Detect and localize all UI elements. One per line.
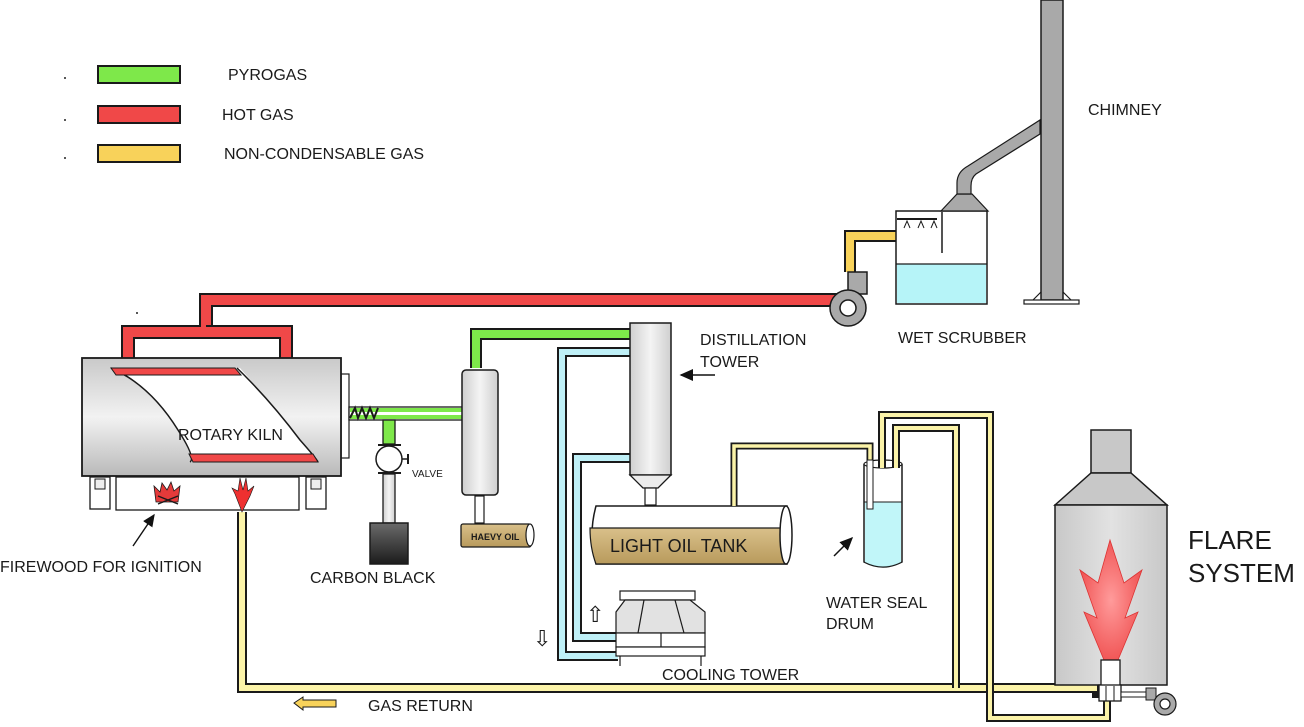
hot-gas-pipe bbox=[121, 293, 845, 358]
wet-scrubber: WET SCRUBBER bbox=[895, 118, 1041, 347]
valve[interactable] bbox=[375, 444, 409, 474]
rotary-kiln-label: ROTARY KILN bbox=[178, 427, 283, 444]
distillation-label-line1: DISTILLATION bbox=[700, 332, 806, 349]
pyrogas-pipe-kiln bbox=[348, 405, 464, 445]
legend-item-pyrogas: PYROGAS bbox=[64, 65, 307, 84]
valve-label: VALVE bbox=[412, 469, 443, 480]
heavy-oil-label: HAEVY OIL bbox=[471, 532, 520, 542]
non-condensable-pipe-tank bbox=[730, 442, 874, 506]
distillation-label-line2: TOWER bbox=[700, 354, 759, 371]
carbon-black-label: CARBON BLACK bbox=[310, 570, 436, 587]
legend-item-non-condensable-gas: NON-CONDENSABLE GAS bbox=[64, 144, 424, 163]
legend-swatch-pyrogas bbox=[97, 65, 181, 84]
carbon-black-chute bbox=[382, 473, 396, 524]
light-oil-tank: LIGHT OIL TANK bbox=[589, 505, 793, 565]
distillation-tower: DISTILLATION TOWER bbox=[628, 322, 806, 506]
water-seal-arrow-icon bbox=[833, 536, 854, 557]
legend-item-hot-gas: HOT GAS bbox=[64, 105, 294, 124]
gas-return-arrow-icon bbox=[293, 696, 337, 712]
flow-up-arrow-icon: ⇧ bbox=[586, 602, 604, 627]
cooling-tower-label: COOLING TOWER bbox=[662, 667, 799, 684]
gas-return-indicator: GAS RETURN bbox=[293, 696, 473, 715]
chimney: CHIMNEY bbox=[1023, 0, 1162, 305]
legend-label-non-condensable-gas: NON-CONDENSABLE GAS bbox=[224, 146, 424, 163]
gas-return-label: GAS RETURN bbox=[368, 698, 473, 715]
flare-label-line1: FLARE bbox=[1188, 525, 1272, 555]
firewood-fire-icon bbox=[153, 480, 181, 505]
non-condensable-pipe-drum bbox=[878, 411, 1111, 722]
firewood-label: FIREWOOD FOR IGNITION bbox=[0, 559, 202, 576]
firebox bbox=[115, 476, 300, 511]
firewood-arrow-icon bbox=[132, 513, 155, 547]
carbon-black-bin bbox=[369, 522, 409, 565]
cooling-water-loop: ⇩ ⇧ bbox=[533, 347, 630, 661]
water-seal-label-line2: DRUM bbox=[826, 616, 874, 633]
legend-swatch-hot-gas bbox=[97, 105, 181, 124]
legend-swatch-non-condensable-gas bbox=[97, 144, 181, 163]
gas-return-pipe bbox=[237, 512, 1102, 698]
flare-system: FLARE SYSTEM bbox=[1053, 429, 1295, 716]
light-oil-tank-label: LIGHT OIL TANK bbox=[610, 536, 747, 556]
chimney-label: CHIMNEY bbox=[1088, 102, 1162, 119]
flare-label-line2: SYSTEM bbox=[1188, 558, 1295, 588]
legend-label-pyrogas: PYROGAS bbox=[228, 67, 307, 84]
scrubber-fan bbox=[829, 230, 896, 327]
water-seal-drum: WATER SEAL DRUM bbox=[826, 459, 927, 633]
legend: PYROGAS HOT GAS NON-CONDENSABLE GAS bbox=[64, 65, 424, 163]
water-seal-label-line1: WATER SEAL bbox=[826, 595, 927, 612]
cooling-tower: COOLING TOWER bbox=[615, 590, 799, 684]
flow-down-arrow-icon: ⇩ bbox=[533, 626, 551, 651]
condenser-column bbox=[461, 328, 630, 524]
wet-scrubber-label: WET SCRUBBER bbox=[898, 330, 1027, 347]
burner-flame-icon bbox=[231, 477, 255, 513]
rotary-kiln: ROTARY KILN bbox=[81, 357, 350, 511]
legend-label-hot-gas: HOT GAS bbox=[222, 107, 294, 124]
heavy-oil-tank: HAEVY OIL bbox=[460, 523, 535, 548]
